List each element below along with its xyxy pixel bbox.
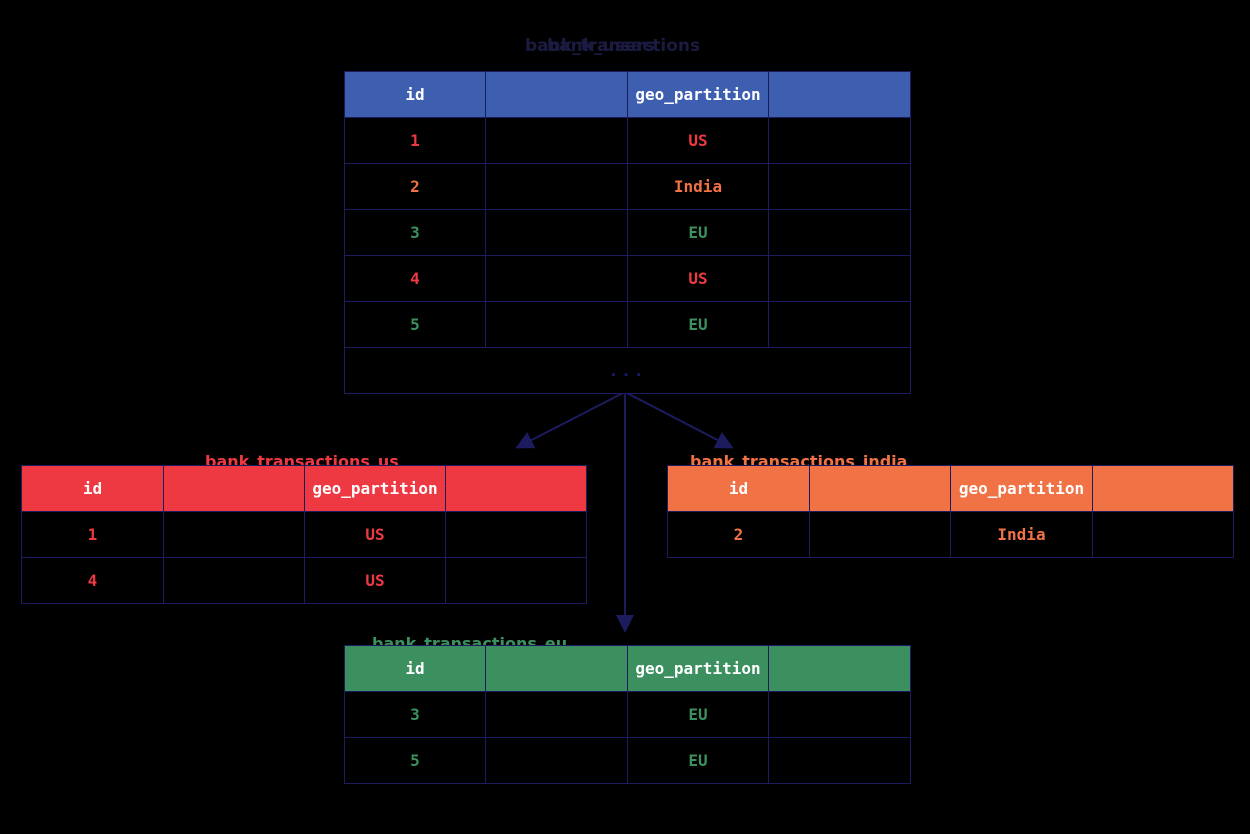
table-row: 3 EU: [344, 209, 911, 256]
column-header-geo-partition: geo_partition: [627, 71, 769, 118]
cell-geo-partition: EU: [627, 209, 769, 256]
table-row: 4 US: [21, 557, 587, 604]
eu-partition-table: id geo_partition 3 EU 5 EU: [344, 645, 911, 784]
cell-blank-2: [445, 557, 587, 604]
arrow-to-india: [624, 391, 734, 449]
cell-id: 3: [344, 209, 486, 256]
cell-geo-partition: US: [627, 255, 769, 302]
column-header-id: id: [344, 645, 486, 692]
cell-id: 3: [344, 691, 486, 738]
table-row: 3 EU: [344, 691, 911, 738]
cell-blank-2: [768, 255, 911, 302]
cell-blank-1: [809, 511, 951, 558]
table-row: 1 US: [21, 511, 587, 558]
cell-geo-partition: India: [627, 163, 769, 210]
column-header-blank-2: [445, 465, 587, 512]
column-header-id: id: [344, 71, 486, 118]
cell-geo-partition: EU: [627, 301, 769, 348]
table-header-row: id geo_partition: [344, 71, 911, 118]
table-header-row: id geo_partition: [344, 645, 911, 692]
cell-blank-1: [485, 737, 628, 784]
table-row-ellipsis: ...: [344, 347, 911, 394]
table-row: 1 US: [344, 117, 911, 164]
cell-geo-partition: US: [304, 511, 446, 558]
table-row: 2 India: [667, 511, 1234, 558]
cell-blank-2: [768, 301, 911, 348]
cell-blank-2: [768, 737, 911, 784]
cell-blank-2: [768, 691, 911, 738]
table-row: 5 EU: [344, 301, 911, 348]
ellipsis-cell: ...: [344, 347, 911, 394]
cell-blank-2: [768, 117, 911, 164]
column-header-id: id: [667, 465, 810, 512]
cell-id: 2: [344, 163, 486, 210]
cell-blank-1: [485, 163, 628, 210]
cell-blank-2: [1092, 511, 1234, 558]
cell-blank-2: [768, 209, 911, 256]
india-partition-table: id geo_partition 2 India: [667, 465, 1234, 558]
table-header-row: id geo_partition: [667, 465, 1234, 512]
us-partition-table: id geo_partition 1 US 4 US: [21, 465, 587, 604]
cell-blank-1: [485, 301, 628, 348]
cell-blank-1: [485, 117, 628, 164]
column-header-blank-1: [485, 71, 628, 118]
table-header-row: id geo_partition: [21, 465, 587, 512]
column-header-blank-1: [163, 465, 305, 512]
column-header-blank-2: [1092, 465, 1234, 512]
cell-blank-1: [485, 255, 628, 302]
table-row: 2 India: [344, 163, 911, 210]
column-header-geo-partition: geo_partition: [627, 645, 769, 692]
column-header-id: id: [21, 465, 164, 512]
cell-blank-1: [163, 511, 305, 558]
main-table-title-overlay: bank_users: [547, 36, 655, 56]
column-header-blank-1: [809, 465, 951, 512]
cell-geo-partition: US: [304, 557, 446, 604]
cell-blank-2: [768, 163, 911, 210]
cell-id: 5: [344, 301, 486, 348]
column-header-geo-partition: geo_partition: [950, 465, 1093, 512]
cell-blank-1: [485, 691, 628, 738]
cell-blank-1: [163, 557, 305, 604]
cell-id: 1: [21, 511, 164, 558]
cell-geo-partition: US: [627, 117, 769, 164]
table-row: 5 EU: [344, 737, 911, 784]
column-header-blank-1: [485, 645, 628, 692]
arrow-to-us: [515, 391, 626, 449]
cell-id: 4: [344, 255, 486, 302]
main-table: id geo_partition 1 US 2 India 3: [344, 71, 911, 394]
column-header-blank-2: [768, 71, 911, 118]
cell-id: 2: [667, 511, 810, 558]
cell-id: 1: [344, 117, 486, 164]
cell-blank-2: [445, 511, 587, 558]
cell-id: 5: [344, 737, 486, 784]
cell-blank-1: [485, 209, 628, 256]
table-row: 4 US: [344, 255, 911, 302]
cell-id: 4: [21, 557, 164, 604]
cell-geo-partition: EU: [627, 691, 769, 738]
column-header-blank-2: [768, 645, 911, 692]
cell-geo-partition: EU: [627, 737, 769, 784]
column-header-geo-partition: geo_partition: [304, 465, 446, 512]
cell-geo-partition: India: [950, 511, 1093, 558]
main-table-title: bank_transactions: [525, 36, 701, 56]
